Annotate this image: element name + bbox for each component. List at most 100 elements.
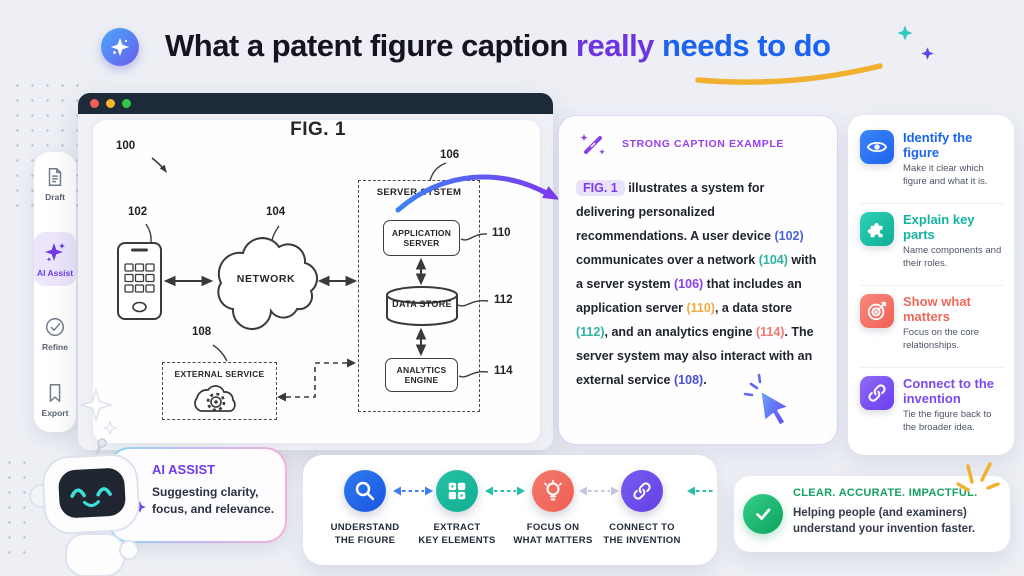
smartphone-icon (117, 242, 162, 320)
external-service-box (162, 362, 277, 420)
sidebar-item-draft[interactable]: Draft (35, 166, 75, 202)
robot-mascot (29, 438, 140, 576)
zoom-button[interactable] (122, 99, 131, 108)
principle-title: Explain key parts (903, 212, 975, 242)
ref-104: 104 (266, 206, 286, 218)
white-star-decoration (78, 388, 118, 436)
principle-title: Show what matters (903, 294, 971, 324)
sidebar-item-label: Draft (45, 192, 65, 202)
target-icon (860, 294, 894, 328)
data-store-label: DATA STORE (392, 299, 452, 309)
title-highlight-really: really (575, 28, 655, 63)
arrow-device-network (163, 275, 214, 287)
teal-sparkle-icon (897, 25, 913, 41)
bookmark-icon (49, 384, 61, 402)
title-highlight-needs: needs to do (653, 28, 831, 63)
dot-pattern (2, 455, 36, 565)
assistant-message: Suggesting clarity, focus, and relevance… (152, 485, 275, 516)
link-icon (621, 470, 663, 512)
window-titlebar (78, 93, 553, 114)
magnifier-icon (344, 470, 386, 512)
cloud-gear-icon (194, 385, 236, 412)
sidebar-item-label: Refine (42, 342, 68, 352)
sidebar-item-refine[interactable]: Refine (35, 316, 75, 352)
title-main: What a patent figure caption (165, 28, 576, 63)
dashed-arrow-teal (485, 486, 525, 496)
close-button[interactable] (90, 99, 99, 108)
analytics-engine-box: ANALYTICS ENGINE (385, 358, 458, 392)
principle-explain: Explain key parts Name components and th… (860, 212, 1004, 270)
dashed-arrow-gray (579, 486, 619, 496)
outcome-desc: Helping people (and examiners) understan… (793, 507, 976, 535)
arrow-datastore-analytics (415, 327, 427, 357)
figure-to-caption-arrow (395, 174, 560, 213)
outcome-heading: CLEAR. ACCURATE. IMPACTFUL. (793, 487, 978, 499)
principle-connect: Connect to the invention Tie the figure … (860, 376, 1004, 434)
caption-text: FIG. 1 illustrates a system for deliveri… (576, 180, 817, 387)
assistant-bubble (108, 447, 287, 543)
puzzle-icon (860, 212, 894, 246)
divider (860, 203, 1004, 204)
principle-title: Connect to the invention (903, 376, 994, 406)
leader-100 (151, 157, 167, 173)
cloud-icon (217, 237, 318, 331)
leader-114 (458, 371, 489, 378)
divider (860, 367, 1004, 368)
leader-102 (145, 223, 152, 243)
sidebar: Draft AI Assist Refine Export (34, 152, 76, 432)
arrow-appserver-datastore (415, 257, 427, 286)
cursor-icon (743, 373, 791, 428)
lightbulb-icon (532, 470, 574, 512)
leader-110 (460, 233, 488, 241)
check-circle-icon (46, 318, 64, 336)
yellow-underline-swoosh (695, 63, 883, 85)
principle-desc: Name components and their roles. (903, 245, 1002, 269)
blocks-grid-icon (436, 470, 478, 512)
ref-114: 114 (494, 365, 513, 377)
page-title: What a patent figure caption really need… (165, 28, 831, 64)
application-server-box: APPLICATION SERVER (383, 220, 460, 256)
minimize-button[interactable] (106, 99, 115, 108)
ref-106: 106 (440, 149, 460, 161)
ref-112: 112 (494, 294, 513, 306)
magic-wand-icon (580, 134, 605, 155)
network-label: NETWORK (236, 273, 296, 285)
sidebar-item-label: AI Assist (36, 268, 74, 278)
leader-108 (212, 344, 228, 362)
purple-sparkle-icon (921, 47, 934, 60)
leader-104 (271, 225, 280, 242)
link-icon (860, 376, 894, 410)
sidebar-item-ai-assist[interactable]: AI Assist (34, 232, 76, 286)
ref-108: 108 (192, 326, 212, 338)
sidebar-item-label: Export (41, 408, 69, 418)
ref-110: 110 (492, 227, 511, 239)
sparkle-icon (45, 243, 65, 262)
dashed-arrow-stub (687, 486, 715, 496)
database-cylinder-icon (386, 286, 458, 326)
dashed-connector-external-server (277, 358, 356, 402)
yellow-burst-decoration (956, 462, 1000, 492)
sidebar-item-export[interactable]: Export (35, 382, 75, 418)
external-service-label: EXTERNAL SERVICE (174, 369, 265, 379)
principle-desc: Focus on the core relationships. (903, 327, 980, 351)
ref-100: 100 (116, 140, 136, 152)
ref-102: 102 (128, 206, 148, 218)
assistant-name: AI ASSIST (152, 462, 216, 477)
divider (860, 285, 1004, 286)
principle-matters: Show what matters Focus on the core rela… (860, 294, 1004, 352)
check-icon (743, 494, 783, 534)
server-system-box (358, 180, 480, 412)
leader-106 (429, 162, 447, 182)
document-icon (48, 168, 62, 186)
small-sparkle-icon (134, 501, 146, 513)
principle-desc: Tie the figure back to the broader idea. (903, 409, 992, 433)
fig-ref-badge: FIG. 1 (576, 180, 625, 196)
caption-heading: STRONG CAPTION EXAMPLE (622, 138, 784, 150)
figure-title: FIG. 1 (290, 119, 346, 140)
principle-identify: Identify the figure Make it clear which … (860, 130, 1004, 188)
eye-icon (860, 130, 894, 164)
